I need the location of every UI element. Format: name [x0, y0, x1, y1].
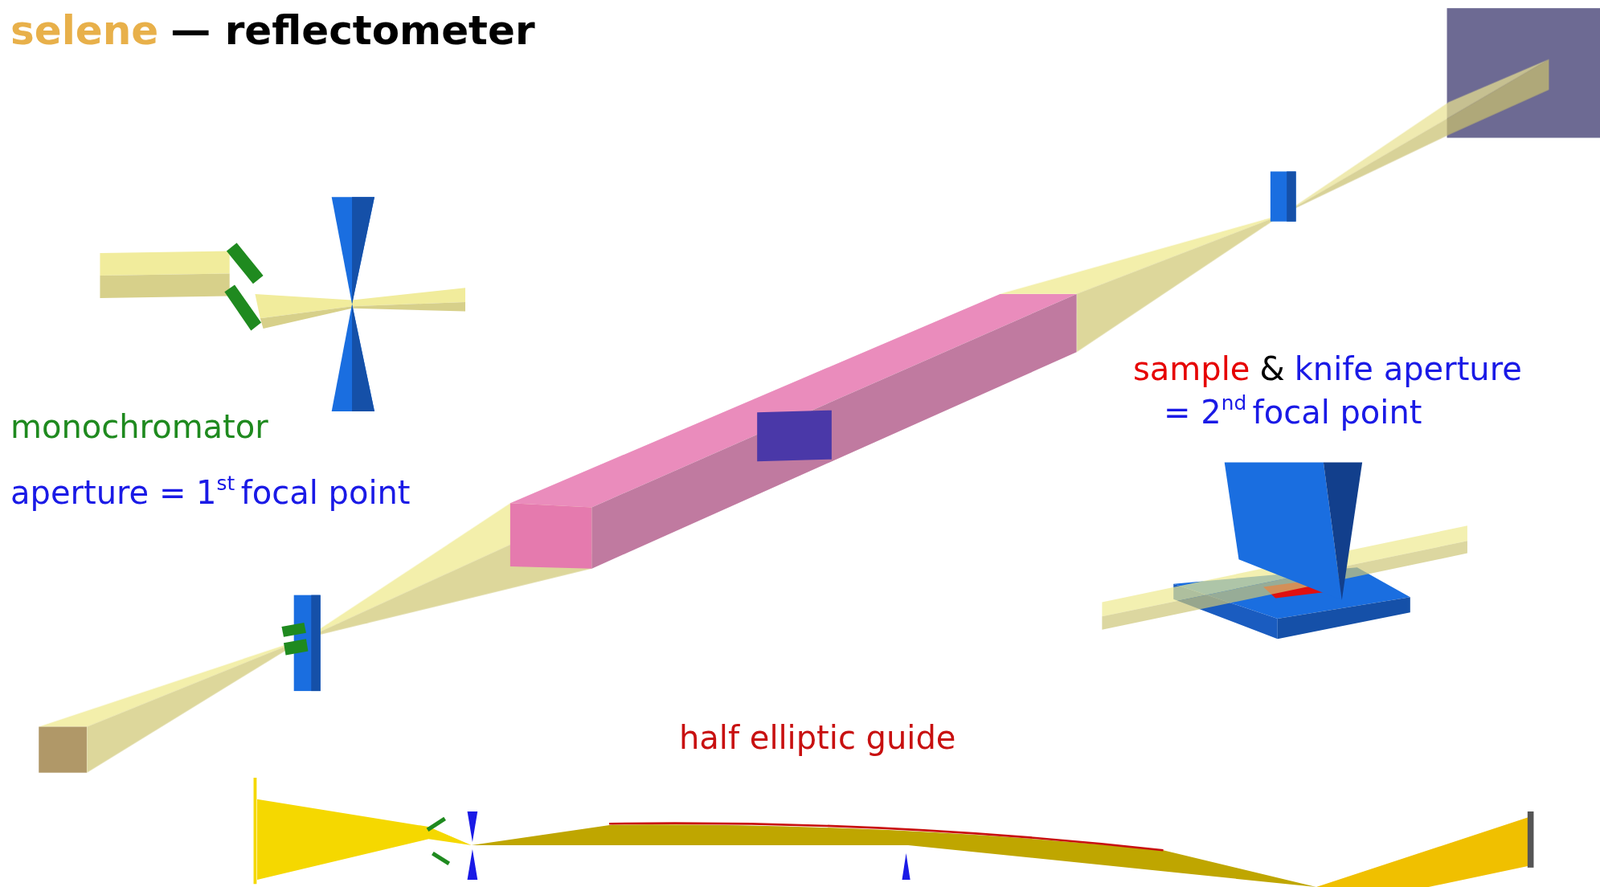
sample-inset-part	[1323, 462, 1363, 602]
monochromator-inset-part	[351, 196, 375, 304]
title-line: selene— reflectometer	[10, 8, 536, 55]
elliptic-guide	[510, 294, 1077, 569]
monochromator-inset-part	[351, 304, 375, 412]
part-label: monochromator	[10, 408, 269, 446]
elliptic-guide-part	[510, 503, 593, 569]
monochromator-inset-part	[331, 196, 375, 304]
monochromator-inset-part	[254, 287, 466, 319]
neutron-beam-part	[306, 503, 593, 639]
superscript-text: nd	[1221, 391, 1247, 415]
part-label: half elliptic guide	[679, 719, 956, 757]
monochromator-plates	[281, 622, 308, 656]
neutron-beam-part	[1076, 214, 1283, 353]
neutron-beam-part	[86, 638, 307, 774]
aperture-slit-part	[1286, 171, 1296, 221]
schematic-side-view-part	[1527, 811, 1535, 868]
label-text: = 2	[1163, 393, 1222, 431]
part-label: aperture = 1stfocal point	[10, 472, 411, 512]
monochromator-inset-part	[260, 302, 466, 329]
monochromator-inset-part	[226, 242, 264, 284]
aperture-slit-part	[310, 595, 320, 692]
label-text: focal point	[1252, 393, 1423, 431]
aperture-slit	[1270, 171, 1297, 221]
monochromator-inset-part	[99, 251, 230, 276]
label-text: selene	[10, 7, 159, 54]
label-text: half elliptic guide	[679, 719, 956, 757]
schematic-side-view-part	[467, 811, 479, 843]
label-text: monochromator	[10, 408, 269, 446]
schematic-side-view-part	[901, 853, 910, 880]
schematic-side-view-part	[253, 777, 258, 884]
monochromator-inset-part	[331, 304, 375, 412]
neutron-source	[38, 727, 87, 774]
schematic-side-view-part	[609, 823, 1163, 852]
monochromator-plates-part	[283, 638, 308, 655]
aperture-slit-part	[1270, 171, 1297, 221]
label-text: aperture = 1	[10, 474, 217, 512]
neutron-beam-part	[1282, 59, 1549, 215]
label-text: sample	[1133, 350, 1250, 388]
elliptic-guide-part	[591, 294, 1077, 569]
label-text: focal point	[241, 474, 411, 512]
schematic-side-view-part	[467, 849, 479, 880]
sample-inset-part	[1277, 597, 1411, 639]
neutron-source-part	[38, 727, 87, 774]
label-text: knife aperture	[1294, 350, 1523, 388]
schematic-side-view-part	[432, 853, 449, 864]
label-text: &	[1259, 350, 1285, 388]
superscript-text: st	[216, 471, 236, 496]
monochromator-inset-part	[224, 284, 262, 331]
neutron-beam-part	[1282, 59, 1549, 215]
schematic-side-view-part	[257, 799, 472, 880]
monochromator-plates-part	[281, 622, 306, 638]
schematic-side-view-part	[427, 818, 446, 831]
monochromator-inset-part	[99, 273, 230, 298]
monochromator-inset	[99, 196, 466, 412]
schematic-side-view-part	[471, 824, 1317, 887]
sample-inset	[1101, 462, 1468, 640]
schematic-side-view	[254, 777, 1534, 887]
elliptic-guide-part	[757, 410, 832, 463]
schematic-side-view-part	[1316, 816, 1531, 887]
part-label: = 2ndfocal point	[1163, 392, 1423, 431]
sample-inset-part	[1224, 462, 1343, 602]
part-label: sample&knife aperture	[1133, 350, 1523, 388]
label-text: — reflectometer	[170, 7, 535, 54]
